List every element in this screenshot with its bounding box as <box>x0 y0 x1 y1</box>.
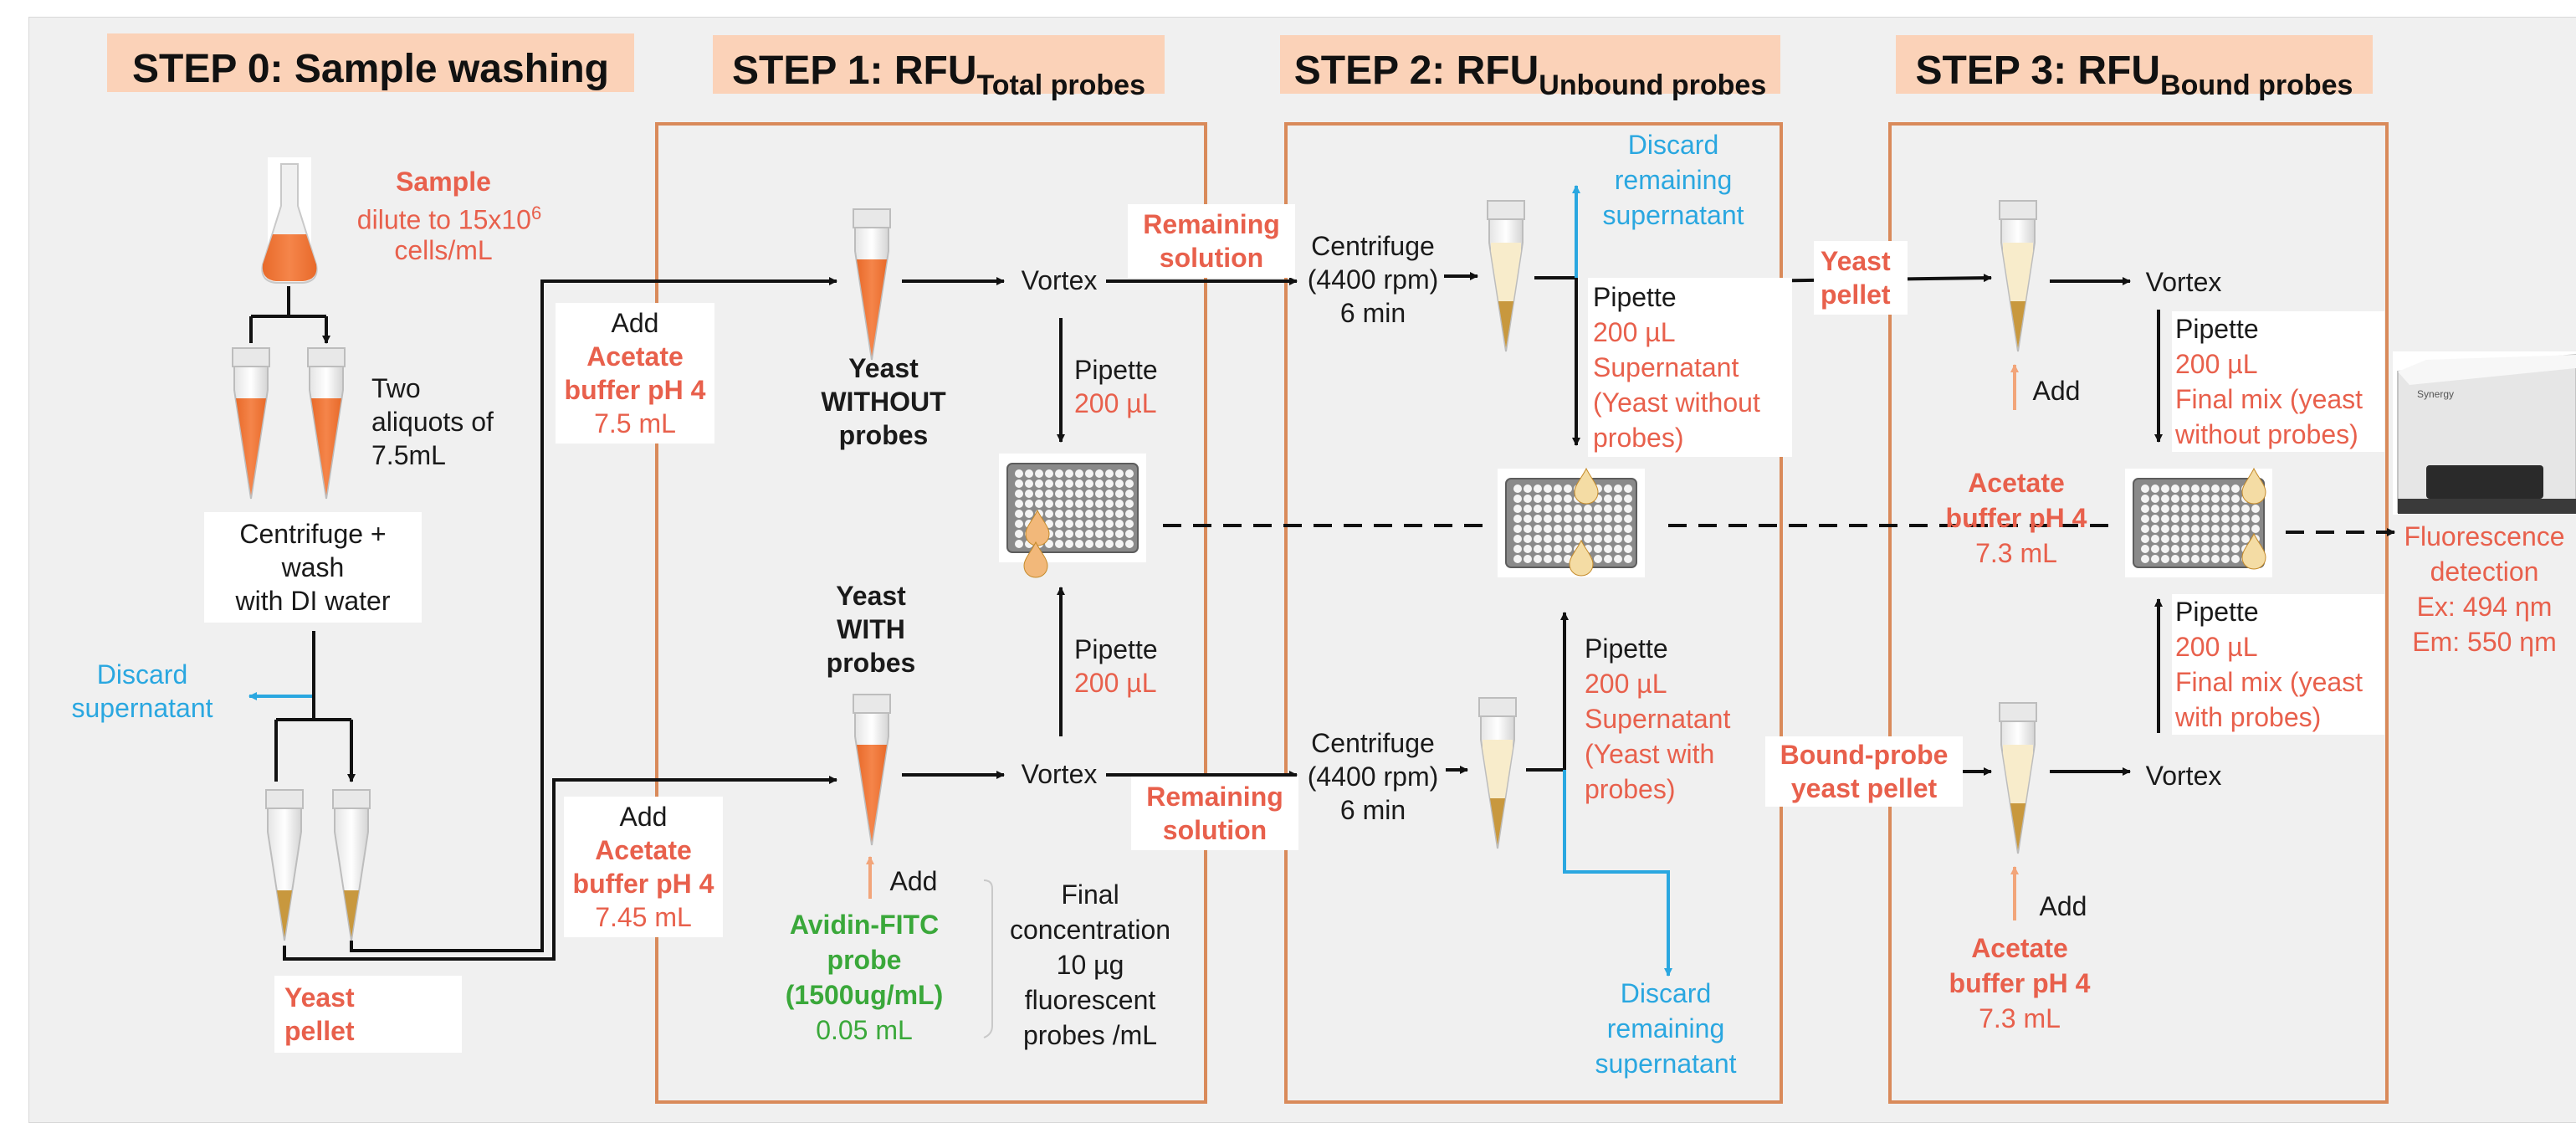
add-probe-label: Add <box>889 866 938 896</box>
pipette-step3-top: Pipette 200 µL Final mix (yeast without … <box>2172 311 2384 452</box>
centrifuge-step2-top: Centrifuge(4400 rpm)6 min <box>1307 231 1439 328</box>
step3-tube-top-icon <box>1999 200 2037 352</box>
add-step3-top: Add <box>2032 376 2081 406</box>
pipette-step3-bottom: Pipette 200 µL Final mix (yeast with pro… <box>2172 594 2384 735</box>
plate-reader-logo: Synergy <box>2416 388 2455 400</box>
plate-step1-icon <box>999 454 1146 562</box>
sample-dilution: dilute to 15x106 <box>356 203 542 235</box>
step3-frame <box>1888 122 2389 1104</box>
step1-frame <box>655 122 1207 1104</box>
plate-reader-icon <box>2393 351 2576 515</box>
sample-cells: cells/mL <box>394 235 493 265</box>
pipette-step2-bottom: Pipette 200 µL Supernatant (Yeast with p… <box>1585 633 1731 804</box>
vortex-step1-top: Vortex <box>1021 265 1098 295</box>
tube-without-probes-icon <box>853 208 891 361</box>
tube-with-probes-icon <box>853 694 891 846</box>
add-acetate-top: Add Acetate buffer pH 4 7.5 mL <box>556 303 714 444</box>
sample-flask-icon <box>261 157 318 284</box>
sample-title: Sample <box>396 167 491 197</box>
vortex-step1-bottom: Vortex <box>1021 759 1098 789</box>
acetate-step3-bottom: Acetate buffer pH 4 7.3 mL <box>1949 933 2091 1033</box>
vortex-step3-top: Vortex <box>2145 267 2222 297</box>
vortex-step3-bottom: Vortex <box>2145 761 2222 791</box>
avidin-probe-label: Avidin-FITC probe (1500ug/mL) 0.05 mL <box>785 910 944 1045</box>
add-acetate-bottom: Add Acetate buffer pH 4 7.45 mL <box>564 797 723 937</box>
step2-tube-top-icon <box>1487 200 1525 352</box>
step2-tube-bottom-icon <box>1478 697 1517 849</box>
centrifuge-step2-bottom: Centrifuge(4400 rpm)6 min <box>1307 728 1439 825</box>
add-step3-bottom: Add <box>2039 891 2087 921</box>
yeast-pellet-tube-2-icon <box>332 789 371 941</box>
step0-header: STEP 0: Sample washing <box>107 33 634 92</box>
aliquot-tube-1-icon <box>232 347 270 500</box>
pipette-step2-top: Pipette 200 µL Supernatant (Yeast withou… <box>1588 278 1792 457</box>
acetate-step3-top: Acetate buffer pH 4 7.3 mL <box>1945 468 2087 568</box>
aliquot-tube-2-icon <box>307 347 346 500</box>
step2-frame <box>1284 122 1783 1104</box>
yeast-pellet-tube-1-icon <box>265 789 304 941</box>
step3-tube-bottom-icon <box>1999 702 2037 854</box>
